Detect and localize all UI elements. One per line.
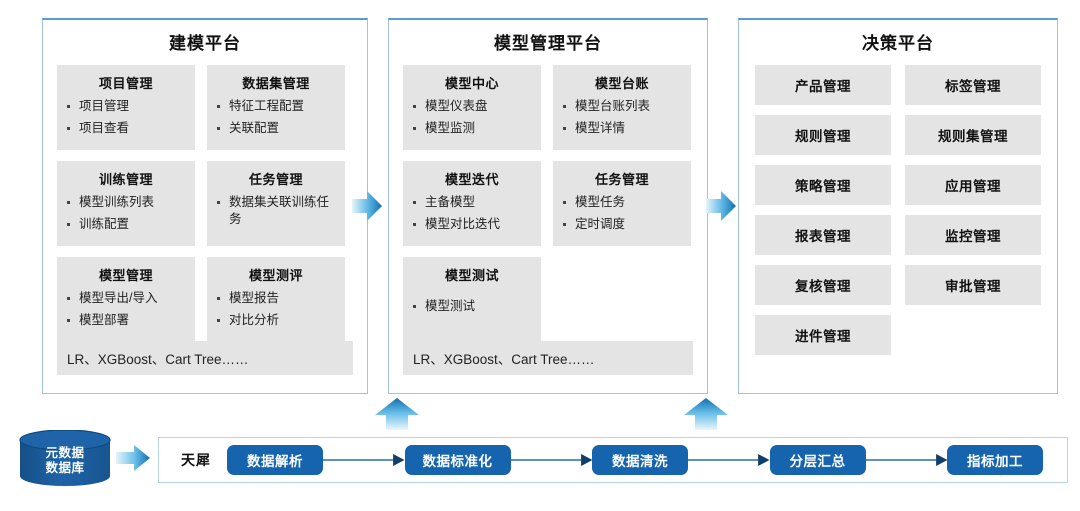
card-item-list: 模型仪表盘 模型监测 xyxy=(411,98,533,137)
card-model-evaluation[interactable]: 模型测评 模型报告 对比分析 xyxy=(207,257,345,342)
arrow-up-icon xyxy=(684,398,728,430)
card-model-ledger[interactable]: 模型台账 模型台账列表 模型详情 xyxy=(553,65,691,150)
pipeline-step-data-cleaning[interactable]: 数据清洗 xyxy=(592,445,688,475)
pipeline-step-metric-processing[interactable]: 指标加工 xyxy=(947,445,1043,475)
algorithm-bar-model-management: LR、XGBoost、Cart Tree…… xyxy=(403,341,693,375)
card-title: 模型测试 xyxy=(444,268,499,283)
card-title: 模型管理 xyxy=(98,268,153,283)
list-item[interactable]: 模型仪表盘 xyxy=(411,98,533,115)
card-title: 模型迭代 xyxy=(444,172,499,187)
card-training-management[interactable]: 训练管理 模型训练列表 训练配置 xyxy=(57,161,195,246)
card-model-center[interactable]: 模型中心 模型仪表盘 模型监测 xyxy=(403,65,541,150)
card-dataset-management[interactable]: 数据集管理 特征工程配置 关联配置 xyxy=(207,65,345,150)
pipeline-connector-arrow-icon xyxy=(323,454,405,466)
card-model-test[interactable]: 模型测试 模型测试 xyxy=(403,257,541,341)
list-item[interactable]: 项目管理 xyxy=(65,98,187,115)
card-title: 模型测评 xyxy=(248,268,303,283)
list-item[interactable]: 主备模型 xyxy=(411,194,533,211)
tile-product-management[interactable]: 产品管理 xyxy=(755,65,891,105)
card-item-list: 项目管理 项目查看 xyxy=(65,98,187,137)
database-cylinder-icon xyxy=(18,429,112,486)
tile-monitoring-management[interactable]: 监控管理 xyxy=(905,215,1041,255)
pipeline-connector-arrow-icon xyxy=(865,454,947,466)
card-title: 任务管理 xyxy=(594,172,649,187)
list-item[interactable]: 定时调度 xyxy=(561,216,683,233)
list-item[interactable]: 模型测试 xyxy=(411,298,533,315)
card-item-list: 模型台账列表 模型详情 xyxy=(561,98,683,137)
card-item-list: 主备模型 模型对比迭代 xyxy=(411,194,533,233)
card-title: 数据集管理 xyxy=(242,76,310,91)
list-item[interactable]: 对比分析 xyxy=(215,312,337,329)
arrow-right-icon xyxy=(352,189,382,223)
list-item[interactable]: 模型监测 xyxy=(411,120,533,137)
list-item[interactable]: 模型台账列表 xyxy=(561,98,683,115)
list-item[interactable]: 模型训练列表 xyxy=(65,194,187,211)
list-item[interactable]: 特征工程配置 xyxy=(215,98,337,115)
card-model-management[interactable]: 模型管理 模型导出/导入 模型部署 xyxy=(57,257,195,342)
tile-grid-decision: 产品管理 标签管理 规则管理 规则集管理 策略管理 应用管理 报表管理 监控管理… xyxy=(739,65,1057,355)
card-title: 模型中心 xyxy=(444,76,499,91)
panel-modeling-platform: 建模平台 项目管理 项目管理 项目查看 数据集管理 特征工程配置 关联配置 训练… xyxy=(42,18,368,394)
card-item-list: 模型测试 xyxy=(411,298,533,315)
tile-application-management[interactable]: 应用管理 xyxy=(905,165,1041,205)
tile-intake-management[interactable]: 进件管理 xyxy=(755,315,891,355)
algorithm-bar-modeling: LR、XGBoost、Cart Tree…… xyxy=(57,341,353,375)
tile-label-management[interactable]: 标签管理 xyxy=(905,65,1041,105)
list-item[interactable]: 数据集关联训练任务 xyxy=(215,194,337,228)
card-item-list: 模型任务 定时调度 xyxy=(561,194,683,233)
card-project-management[interactable]: 项目管理 项目管理 项目查看 xyxy=(57,65,195,150)
list-item[interactable]: 模型导出/导入 xyxy=(65,290,187,307)
card-item-list: 模型训练列表 训练配置 xyxy=(65,194,187,233)
card-task-management[interactable]: 任务管理 数据集关联训练任务 xyxy=(207,161,345,246)
tile-ruleset-management[interactable]: 规则集管理 xyxy=(905,115,1041,155)
card-title: 任务管理 xyxy=(248,172,303,187)
tile-report-management[interactable]: 报表管理 xyxy=(755,215,891,255)
pipeline-step-data-parse[interactable]: 数据解析 xyxy=(227,445,323,475)
panel-title-model-management: 模型管理平台 xyxy=(494,34,602,53)
panel-decision-platform: 决策平台 产品管理 标签管理 规则管理 规则集管理 策略管理 应用管理 报表管理… xyxy=(738,18,1058,394)
list-item[interactable]: 模型报告 xyxy=(215,290,337,307)
list-item[interactable]: 模型部署 xyxy=(65,312,187,329)
card-title: 项目管理 xyxy=(98,76,153,91)
pipeline-label: 天犀 xyxy=(181,452,211,468)
card-item-list: 特征工程配置 关联配置 xyxy=(215,98,337,137)
arrow-right-icon xyxy=(706,189,736,223)
card-item-list: 数据集关联训练任务 xyxy=(215,194,337,228)
tile-strategy-management[interactable]: 策略管理 xyxy=(755,165,891,205)
card-title: 模型台账 xyxy=(594,76,649,91)
panel-title-decision: 决策平台 xyxy=(862,34,934,53)
list-item[interactable]: 项目查看 xyxy=(65,120,187,137)
list-item[interactable]: 关联配置 xyxy=(215,120,337,137)
card-grid-model-management: 模型中心 模型仪表盘 模型监测 模型台账 模型台账列表 模型详情 模型迭代 主备… xyxy=(389,65,707,341)
card-model-iteration[interactable]: 模型迭代 主备模型 模型对比迭代 xyxy=(403,161,541,246)
panel-model-management-platform: 模型管理平台 模型中心 模型仪表盘 模型监测 模型台账 模型台账列表 模型详情 … xyxy=(388,18,708,394)
arrow-up-icon xyxy=(375,398,419,430)
tile-review-management[interactable]: 复核管理 xyxy=(755,265,891,305)
card-grid-modeling: 项目管理 项目管理 项目查看 数据集管理 特征工程配置 关联配置 训练管理 模型… xyxy=(43,65,367,342)
arrow-right-icon xyxy=(116,443,150,473)
list-item[interactable]: 模型任务 xyxy=(561,194,683,211)
list-item[interactable]: 训练配置 xyxy=(65,216,187,233)
tile-approval-management[interactable]: 审批管理 xyxy=(905,265,1041,305)
pipeline-step-data-standardization[interactable]: 数据标准化 xyxy=(404,445,511,475)
pipeline-connector-arrow-icon xyxy=(688,454,770,466)
card-task-management[interactable]: 任务管理 模型任务 定时调度 xyxy=(553,161,691,246)
pipeline-step-layered-aggregation[interactable]: 分层汇总 xyxy=(769,445,866,475)
tile-rule-management[interactable]: 规则管理 xyxy=(755,115,891,155)
pipeline-connector-arrow-icon xyxy=(510,454,592,466)
card-item-list: 模型导出/导入 模型部署 xyxy=(65,290,187,329)
card-item-list: 模型报告 对比分析 xyxy=(215,290,337,329)
data-pipeline-bar: 天犀 数据解析 数据标准化 数据清洗 分层汇总 xyxy=(158,437,1068,483)
list-item[interactable]: 模型对比迭代 xyxy=(411,216,533,233)
panel-title-modeling: 建模平台 xyxy=(169,34,241,53)
card-title: 训练管理 xyxy=(98,172,153,187)
list-item[interactable]: 模型详情 xyxy=(561,120,683,137)
